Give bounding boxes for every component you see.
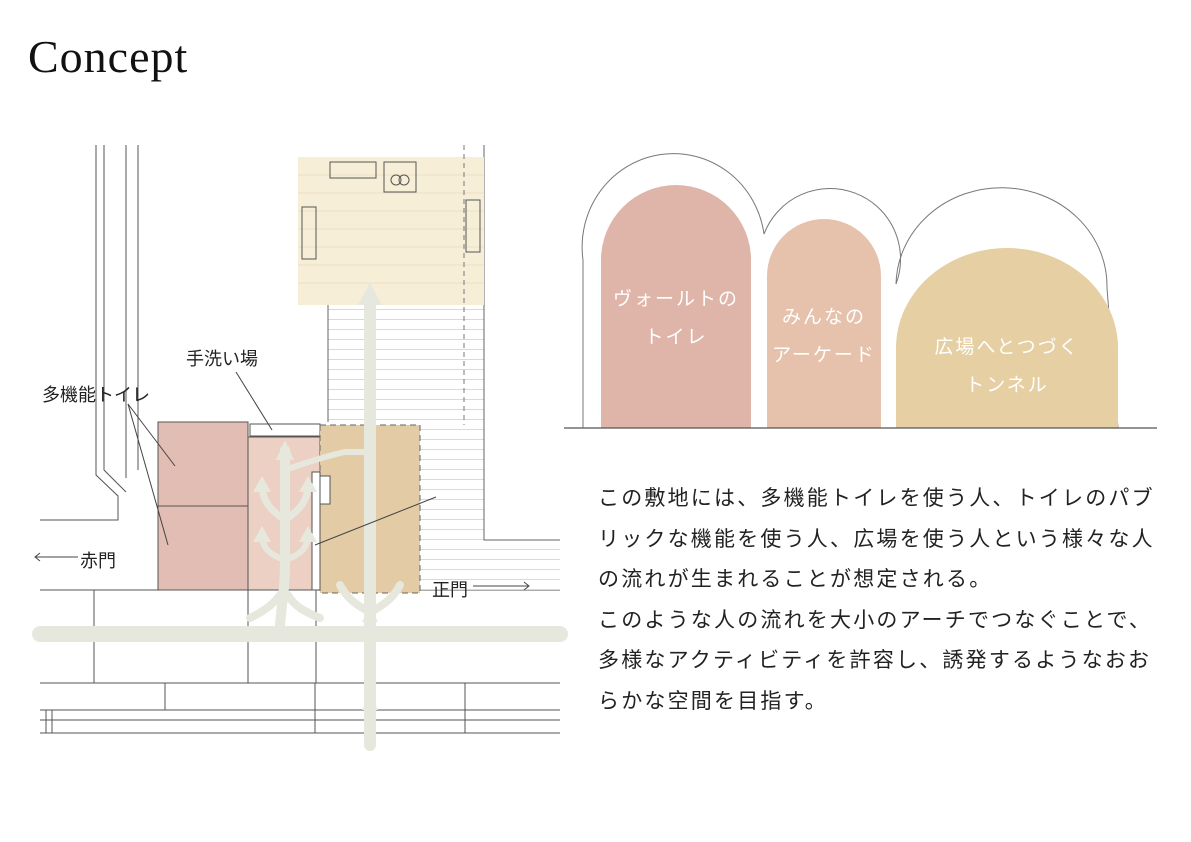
- arch-elevation: [564, 153, 1157, 429]
- arch-vault: [601, 185, 751, 428]
- label-handwash: 手洗い場: [186, 349, 258, 370]
- flow-arrowheads: [253, 282, 382, 710]
- arch-label-arcade: みんなの アーケード: [765, 298, 883, 374]
- multi-toilet-rooms: [157, 421, 249, 591]
- page-title: Concept: [28, 31, 189, 82]
- label-red-gate: 赤門: [80, 551, 116, 572]
- arch-label-arcade-line2: アーケード: [772, 344, 876, 366]
- arch-label-arcade-line1: みんなの: [781, 306, 866, 328]
- description-paragraph-2: このような人の流れを大小のアーチでつなぐことで、多様なアクティビティを許容し、誘…: [598, 607, 1153, 713]
- arch-label-tunnel-line1: 広場へとつづく: [934, 336, 1080, 358]
- arch-label-tunnel-line2: トンネル: [965, 374, 1049, 396]
- arrow-left-icon: [34, 552, 41, 562]
- arch-label-vault-line1: ヴォールトの: [612, 288, 739, 310]
- arch-label-vault-line2: トイレ: [644, 326, 708, 348]
- concept-description: この敷地には、多機能トイレを使う人、トイレのパブリックな機能を使う人、広場を使う…: [598, 478, 1168, 721]
- description-paragraph-1: この敷地には、多機能トイレを使う人、トイレのパブリックな機能を使う人、広場を使う…: [598, 486, 1155, 591]
- arch-arcade: [767, 219, 881, 428]
- hatched-deck: [328, 305, 560, 590]
- arch-label-tunnel: 広場へとつづく トンネル: [900, 328, 1114, 404]
- arch-tunnel: [896, 248, 1118, 428]
- leader-lines: [36, 371, 528, 587]
- plaza-room: [298, 145, 484, 425]
- arrow-right-icon: [523, 581, 530, 591]
- arch-label-vault: ヴォールトの トイレ: [601, 280, 751, 356]
- label-multi-toilet: 多機能トイレ: [42, 385, 150, 406]
- label-main-gate: 正門: [432, 580, 468, 601]
- handwash-counter: [249, 423, 321, 437]
